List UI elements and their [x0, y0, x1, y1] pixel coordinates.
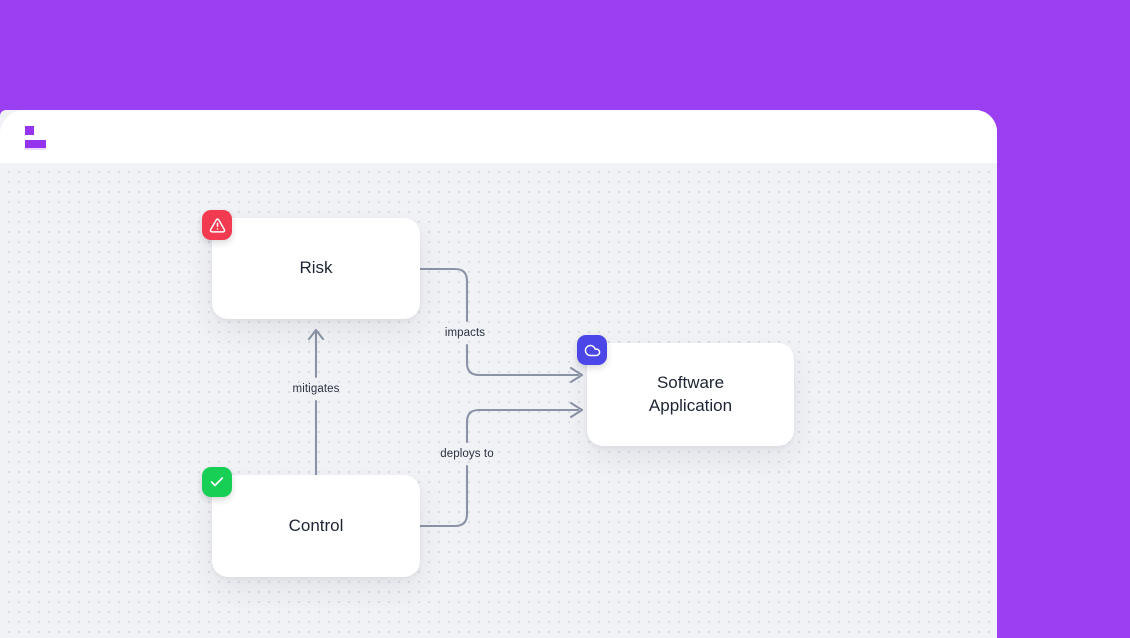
purple-blocks-logo-icon	[25, 126, 47, 149]
edge-impacts[interactable]	[418, 267, 584, 384]
edge-mitigates[interactable]	[307, 328, 325, 477]
risk-badge	[202, 210, 232, 240]
warning-triangle-icon	[209, 217, 226, 234]
edge-label-mitigates: mitigates	[292, 383, 340, 395]
node-risk-label: Risk	[299, 258, 333, 278]
edge-label-impacts: impacts	[444, 327, 486, 339]
logo-bar	[25, 140, 46, 148]
diagram-canvas[interactable]: mitigates impacts deploys to Risk	[0, 163, 997, 638]
node-risk[interactable]: Risk	[202, 210, 420, 319]
edge-deploys-to[interactable]	[418, 401, 584, 528]
logo-square	[25, 126, 34, 135]
app-window: mitigates impacts deploys to Risk	[0, 110, 997, 638]
node-software-application[interactable]: Software Application	[577, 335, 794, 446]
software-application-badge	[577, 335, 607, 365]
cloud-icon	[584, 342, 601, 359]
edge-label-deploys-to: deploys to	[440, 448, 494, 460]
node-software-application-label: Software Application	[648, 372, 733, 415]
node-control-label: Control	[288, 515, 344, 535]
node-control[interactable]: Control	[202, 467, 420, 577]
edge-layer	[307, 267, 584, 528]
control-badge	[202, 467, 232, 497]
window-header	[0, 110, 997, 163]
check-icon	[209, 474, 225, 490]
